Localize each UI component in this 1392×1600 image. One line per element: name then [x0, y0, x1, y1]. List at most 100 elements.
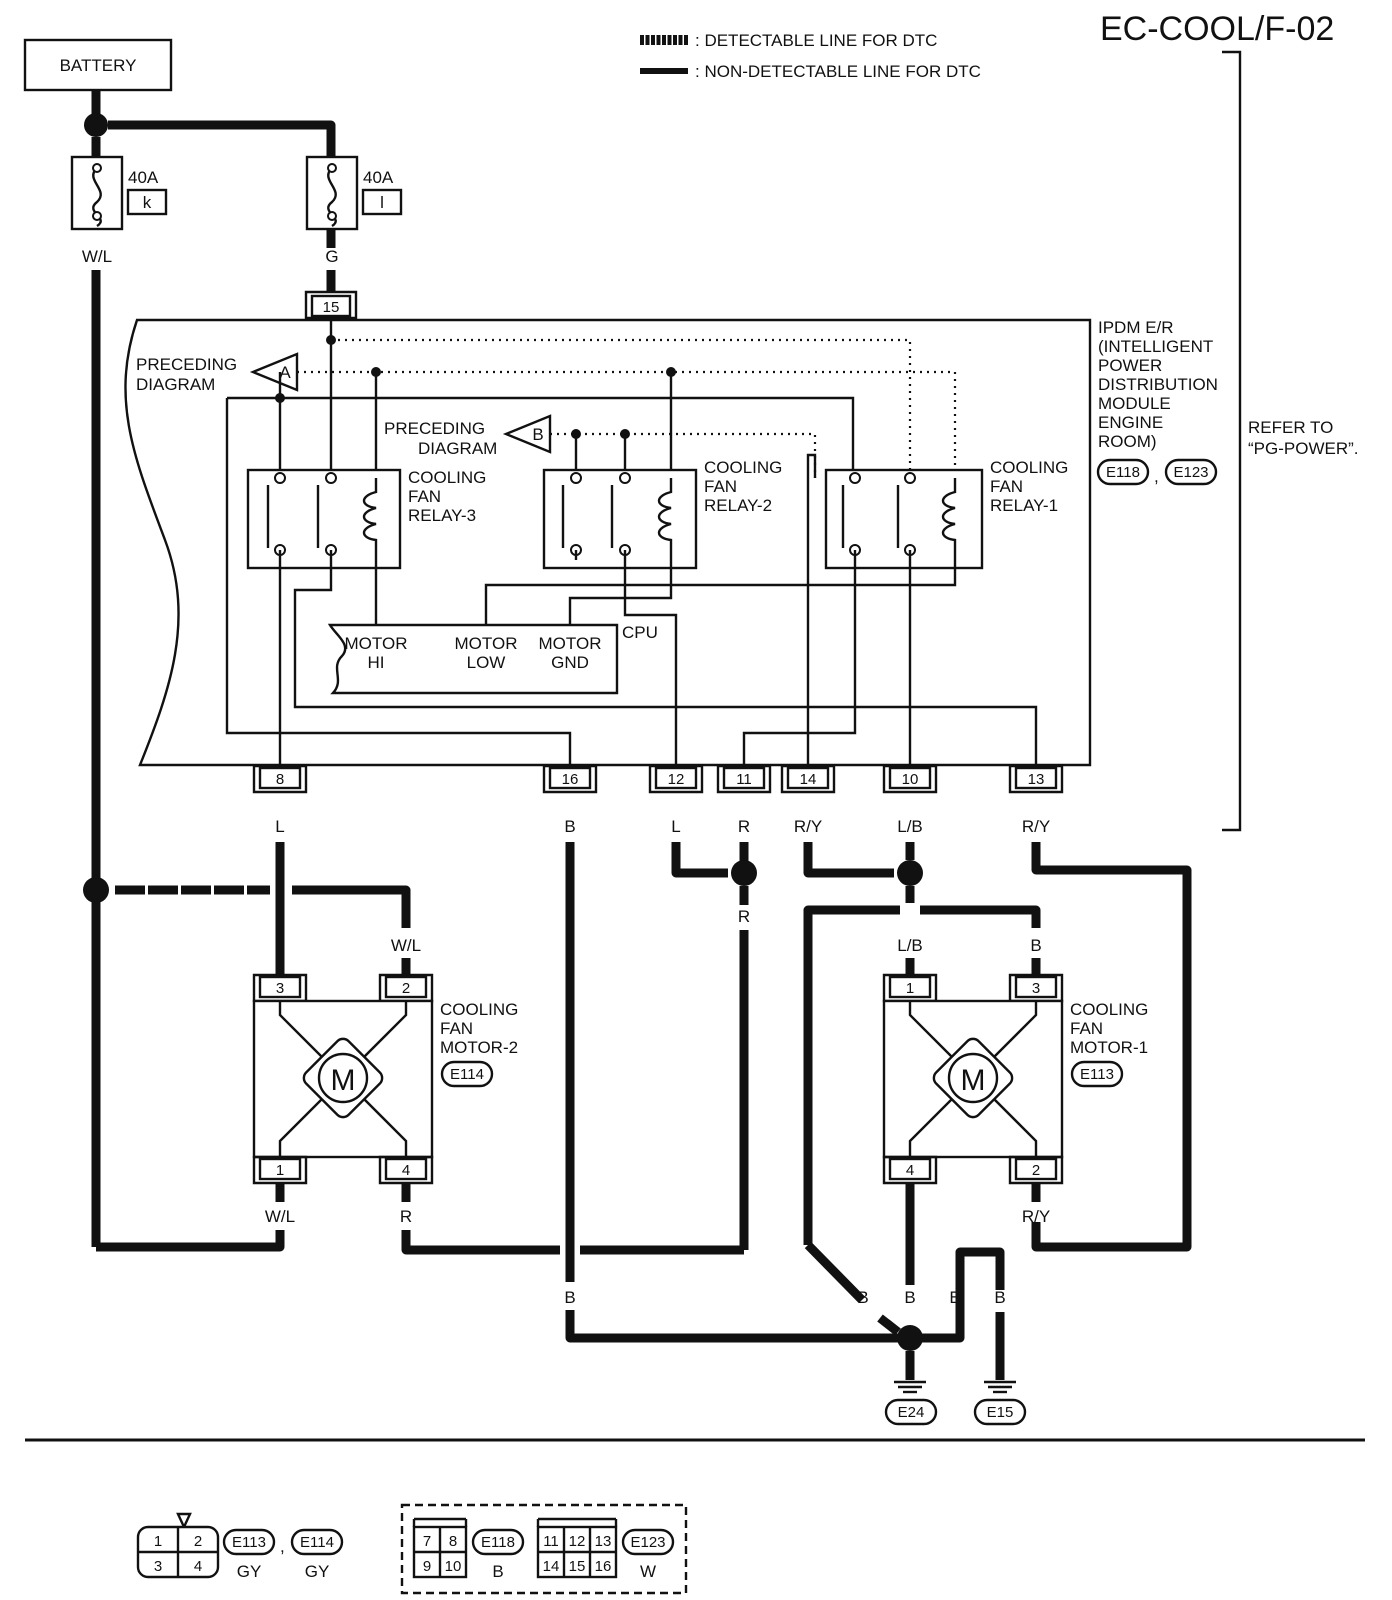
wire-label-g-b3: B [904, 1288, 915, 1307]
c1-color-a: GY [237, 1562, 262, 1581]
refer-line-2: “PG-POWER”. [1248, 439, 1359, 458]
pin-12-label: 12 [668, 771, 685, 788]
wire-label-g-b5: B [994, 1288, 1005, 1307]
c3-cell-13: 13 [595, 1533, 612, 1550]
wire-pin14-ry [803, 842, 894, 878]
c1-conn-b: E114 [300, 1534, 334, 1551]
ipdm-conn-e118-oval [1096, 458, 1150, 486]
wire-m2-b4-r-a [401, 1230, 560, 1255]
battery-splice [84, 113, 108, 137]
svg-text:ENGINE: ENGINE [1098, 413, 1163, 432]
pin-10 [882, 764, 938, 794]
fuse-k [70, 155, 124, 231]
pin-16-label: 16 [562, 771, 579, 788]
int-r2-to-pin12 [623, 550, 678, 765]
wire-b-loop [922, 1247, 1005, 1343]
c1-cell-2: 2 [194, 1533, 202, 1550]
c1-cell-4: 4 [194, 1558, 202, 1575]
wire-label-13: R/Y [1022, 817, 1050, 836]
preceding-b-line-1: PRECEDING [384, 419, 485, 438]
c3-conn-oval [621, 1528, 675, 1556]
fuse-k-letter: k [143, 193, 152, 212]
relay-1-line-3: RELAY-1 [990, 496, 1058, 515]
pin-15 [304, 290, 358, 320]
m1-line-1: COOLING [1070, 1000, 1148, 1019]
wire-label-10: L/B [897, 817, 923, 836]
m1-symbol: M [961, 1064, 986, 1097]
battery-label: BATTERY [60, 56, 137, 75]
wire-label-g-b2: B [857, 1288, 868, 1307]
battery-box [23, 38, 173, 92]
pin-11 [716, 764, 772, 794]
pin-13 [1008, 764, 1064, 794]
ipdm-outline [124, 318, 1092, 767]
wire-label-m1-b2: R/Y [1022, 1207, 1050, 1226]
pin-15-label: 15 [323, 299, 340, 316]
wire-b-to-m1-t3 [920, 905, 1041, 928]
pin-13-label: 13 [1028, 771, 1045, 788]
wire-label-top-wl: W/L [82, 247, 112, 266]
cpu-box [327, 623, 619, 695]
int-r1-to-pin14 [574, 453, 817, 765]
relay-2-line-3: RELAY-2 [704, 496, 772, 515]
wire-label-r-mid: R [738, 907, 750, 926]
wire-label-m2-b4: R [400, 1207, 412, 1226]
m2-line-2: FAN [440, 1019, 473, 1038]
fuse-k-letter-box [126, 188, 168, 216]
node-b1 [571, 429, 581, 439]
c1-conn-b-oval [290, 1528, 344, 1556]
fuse-l-letter: l [380, 193, 384, 212]
wire-pin13-ry [1031, 842, 1192, 1252]
m2-pin-3: 3 [276, 980, 284, 997]
ground-e24: E24 [898, 1404, 925, 1421]
m1-line-2: FAN [1070, 1019, 1103, 1038]
c2-cell-9: 9 [423, 1558, 431, 1575]
c1-conn-a: E113 [232, 1534, 266, 1551]
connector-view-e118 [412, 1517, 468, 1579]
c2-cell-10: 10 [445, 1558, 462, 1575]
pin-14-label: 14 [800, 771, 817, 788]
wire-label-11: R [738, 817, 750, 836]
c2-cell-8: 8 [449, 1533, 457, 1550]
wire-wl-to-m2-b1 [96, 1230, 285, 1252]
int-r3-to-pin13 [293, 550, 1038, 765]
ipdm-conn-separator: , [1154, 467, 1159, 486]
ipdm-conn-e123-oval [1164, 458, 1218, 486]
svg-text:ROOM): ROOM) [1098, 432, 1157, 451]
ground-e15: E15 [987, 1404, 1014, 1421]
int-loop-to-pin16 [225, 398, 572, 765]
relay-3-line-1: COOLING [408, 468, 486, 487]
m1-conn: E113 [1080, 1066, 1114, 1083]
svg-text:DISTRIBUTION: DISTRIBUTION [1098, 375, 1218, 394]
m1-line-3: MOTOR-1 [1070, 1038, 1148, 1057]
pin-8 [252, 764, 308, 794]
int-r1-to-pin11 [742, 550, 857, 765]
ground-symbol-e15 [984, 1380, 1016, 1394]
connector-view-e123 [536, 1517, 618, 1579]
wire-battery-to-fuse-l [108, 120, 336, 157]
relay-3-line-3: RELAY-3 [408, 506, 476, 525]
fuse-k-rating: 40A [128, 168, 159, 187]
m2-symbol: M [331, 1064, 356, 1097]
preceding-b-line-2: DIAGRAM [418, 439, 497, 458]
refer-line-1: REFER TO [1248, 418, 1333, 437]
cpu-motor-hi-2: HI [368, 653, 385, 672]
wire-label-8: L [275, 817, 284, 836]
preceding-a-line-2: DIAGRAM [136, 375, 215, 394]
wire-label-12: L [671, 817, 680, 836]
pin-12 [648, 764, 704, 794]
m2-pin-1: 1 [276, 1162, 284, 1179]
splice-lb [897, 860, 923, 886]
cpu-label: CPU [622, 623, 658, 642]
preceding-b-letter: B [532, 425, 543, 444]
c2-conn: E118 [481, 1534, 515, 1551]
svg-text:IPDM E/R: IPDM E/R [1098, 318, 1174, 337]
c1-conn-a-oval [222, 1528, 276, 1556]
relay-3-line-2: FAN [408, 487, 441, 506]
m2-conn-oval [440, 1060, 494, 1088]
c1-cell-3: 3 [154, 1558, 162, 1575]
m2-conn: E114 [450, 1066, 484, 1083]
ground-e15-oval [973, 1398, 1027, 1426]
wire-pin12-l [671, 842, 728, 878]
